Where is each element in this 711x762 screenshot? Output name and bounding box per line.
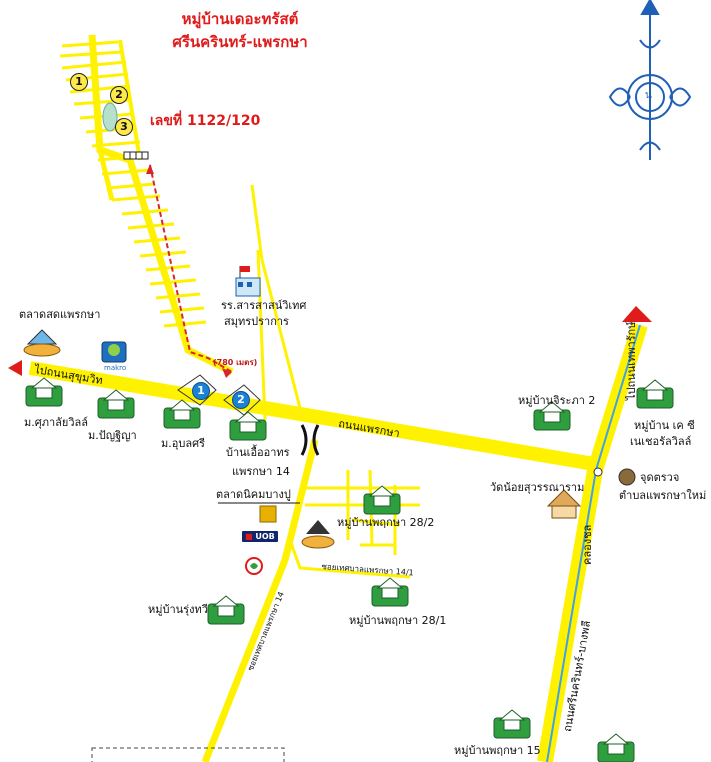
label-school-1: รร.สารสาสน์วิเทศ [221,299,307,312]
label-m-panya: ม.ปัญฐิญา [88,429,137,442]
police-icon [618,468,636,486]
label-m-supalai: ม.ศุภาลัยวิลล์ [24,416,89,429]
label-jiraphat: หมู่บ้านจิระภา 2 [518,394,596,407]
road-label-theparak: ไปถนนเทพารักษ์ [625,321,638,400]
temple-icon [546,489,582,519]
road-marker-1: 1 [192,382,210,400]
title-line-2: ศรีนครินทร์-แพรกษา [172,33,308,52]
praeksa-road [28,361,602,472]
bridge-icon [300,424,320,456]
theparak-arrow-icon [622,306,652,322]
label-pruksa-15: หมู่บ้านพฤกษา 15 [454,744,541,757]
label-rungthavee: หมู่บ้านรุ่งทวี [148,603,208,616]
intersection-2 [223,384,261,416]
uob-bank-text: UOB [255,532,275,541]
compass-icon [608,0,692,160]
label-kc-2: เนเชอรัลวิลล์ [630,435,692,448]
makro-logo-text: makro [104,364,127,372]
market-bangpu-icon [301,520,335,549]
label-market-fresh: ตลาดสดแพรกษา [19,308,101,321]
school-icon [235,266,261,297]
village-main-road [88,34,234,376]
uob-bank-badge: ■ UOB [242,531,278,542]
marker-2: 2 [110,86,128,104]
route-line [149,164,233,373]
junction-dot [593,467,603,477]
title-line-1: หมู่บ้านเดอะทรัสต์ [181,10,299,28]
marker-1: 1 [70,73,88,91]
label-muea-1: บ้านเอื้ออาทร [226,446,290,459]
label-muea-2: แพรกษา 14 [232,465,290,478]
label-market-bangpu: ตลาดนิคมบางปู [216,488,291,501]
label-police-1: จุดตรวจ [640,471,680,484]
marker-3: 3 [115,118,133,136]
village-pond [102,102,118,132]
sukhumvit-arrow-icon [8,360,22,376]
label-pruksa-28-1: หมู่บ้านพฤกษา 28/1 [349,614,447,627]
label-school-2: สมุทรปราการ [224,315,289,328]
label-temple: วัดน้อยสุวรรณาราม [490,481,585,494]
info-box-frame [91,747,285,762]
road-label-khlong: คลองชล [581,524,594,565]
label-kc-1: หมู่บ้าน เค ซี [634,419,695,432]
bank-gold-icon [259,505,277,523]
intersection-1 [177,374,217,406]
compass-letter: น [645,90,652,101]
road-marker-2: 2 [232,391,250,409]
distance-label: (780 เมตร) [213,358,258,367]
map-title: หมู่บ้านเดอะทรัสต์ ศรีนครินทร์-แพรกษา [110,8,370,55]
house-number: เลขที่ 1122/120 [150,113,261,129]
label-m-udomsri: ม.อุบลศรี [161,437,205,450]
label-pruksa-28-2: หมู่บ้านพฤกษา 28/2 [337,516,435,529]
label-police-2: ตำบลแพรกษาใหม่ [619,489,707,502]
market-icon [23,329,61,357]
